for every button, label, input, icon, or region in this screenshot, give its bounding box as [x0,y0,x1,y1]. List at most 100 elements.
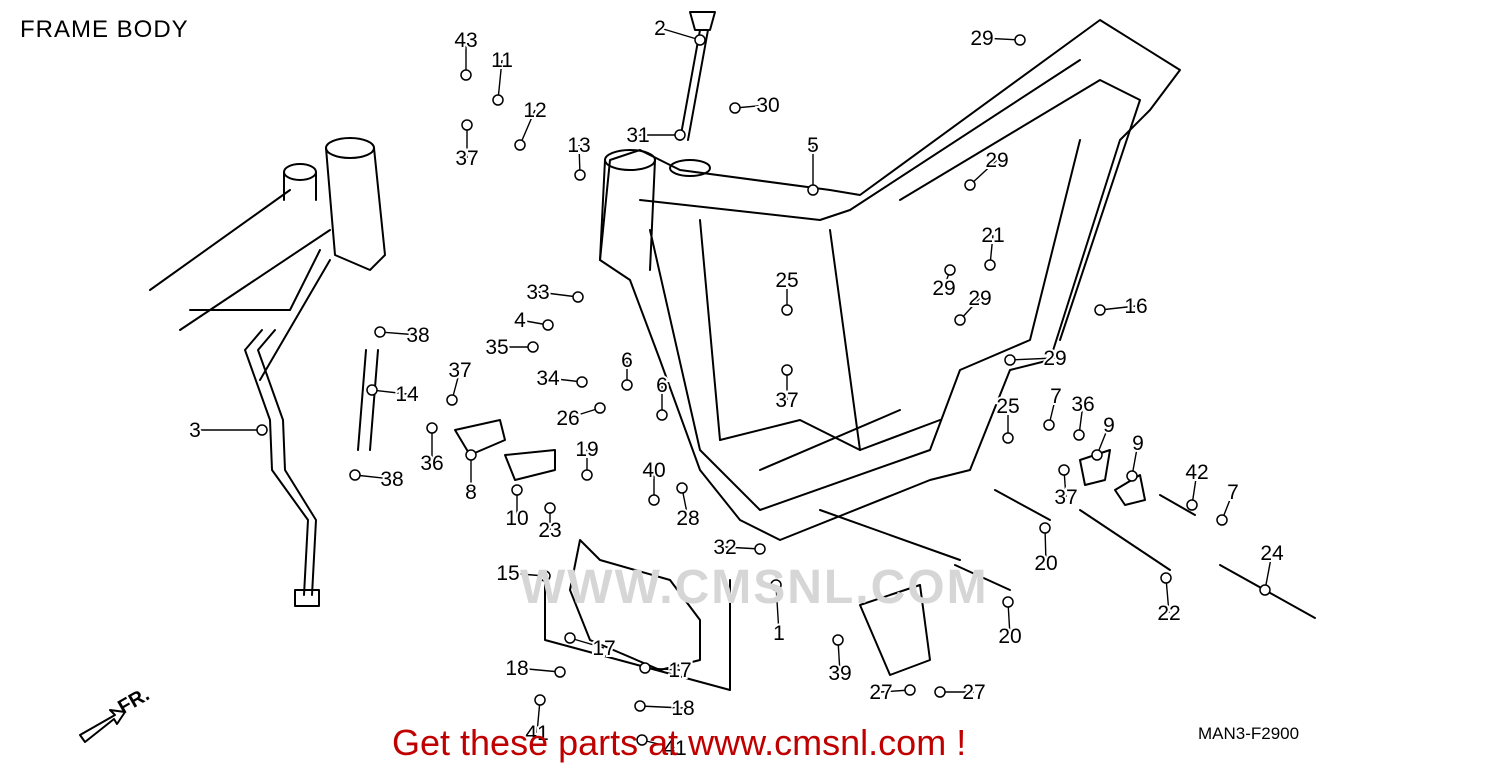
promo-link[interactable]: Get these parts at www.cmsnl.com ! [392,722,967,763]
part-callout-29[interactable]: 29 [930,275,957,302]
callout-leader [659,27,701,41]
part-callout-15[interactable]: 15 [494,560,521,587]
part-marker [446,394,458,406]
part-marker [544,502,556,514]
part-callout-16[interactable]: 16 [1122,293,1149,320]
part-marker [465,449,477,461]
part-callout-35[interactable]: 35 [483,334,510,361]
part-marker [770,579,782,591]
part-callout-2[interactable]: 2 [652,15,668,42]
page-title: FRAME BODY [20,16,189,43]
part-callout-4[interactable]: 4 [512,307,528,334]
part-callout-37[interactable]: 37 [446,357,473,384]
part-callout-25[interactable]: 25 [994,393,1021,420]
part-marker [674,129,686,141]
part-marker [1216,514,1228,526]
part-marker [781,364,793,376]
part-callout-17[interactable]: 17 [666,657,693,684]
part-callout-31[interactable]: 31 [624,122,651,149]
part-callout-43[interactable]: 43 [452,27,479,54]
part-callout-13[interactable]: 13 [565,132,592,159]
part-callout-39[interactable]: 39 [826,660,853,687]
part-callout-30[interactable]: 30 [754,92,781,119]
part-callout-37[interactable]: 37 [453,145,480,172]
part-callout-38[interactable]: 38 [378,466,405,493]
part-marker [648,494,660,506]
part-callout-36[interactable]: 36 [1069,391,1096,418]
part-marker [656,409,668,421]
part-callout-42[interactable]: 42 [1183,459,1210,486]
part-callout-34[interactable]: 34 [534,365,562,392]
part-callout-37[interactable]: 37 [773,387,800,414]
part-callout-3[interactable]: 3 [187,417,203,444]
part-callout-5[interactable]: 5 [805,132,821,159]
part-marker [964,179,976,191]
part-marker [1039,522,1051,534]
callout-leader [497,59,503,101]
part-marker [572,291,584,303]
part-callout-6[interactable]: 6 [654,372,670,399]
part-marker [492,94,504,106]
part-callout-27[interactable]: 27 [960,679,987,706]
part-callout-17[interactable]: 17 [590,635,617,662]
part-callout-41[interactable]: 41 [661,735,688,762]
part-marker [1058,464,1070,476]
part-marker [594,402,606,414]
part-marker [754,543,766,555]
part-callout-29[interactable]: 29 [1041,345,1068,372]
part-callout-27[interactable]: 27 [867,679,894,706]
part-callout-6[interactable]: 6 [619,347,635,374]
part-marker [781,304,793,316]
part-marker [676,482,688,494]
part-callout-38[interactable]: 38 [404,322,431,349]
part-callout-33[interactable]: 33 [524,279,551,306]
part-callout-22[interactable]: 22 [1155,600,1182,627]
part-callout-28[interactable]: 28 [674,505,701,532]
part-callout-24[interactable]: 24 [1258,540,1286,567]
part-callout-9[interactable]: 9 [1130,430,1146,457]
part-callout-41[interactable]: 41 [523,720,550,747]
callout-leader [639,705,684,709]
part-marker [1002,596,1014,608]
part-callout-36[interactable]: 36 [418,450,445,477]
part-callout-18[interactable]: 18 [669,695,696,722]
part-callout-23[interactable]: 23 [536,517,563,544]
part-callout-18[interactable]: 18 [503,655,530,682]
part-callout-29[interactable]: 29 [968,25,995,52]
part-marker [460,69,472,81]
part-callout-20[interactable]: 20 [996,623,1023,650]
front-arrow [79,709,126,743]
part-marker [954,314,966,326]
part-callout-7[interactable]: 7 [1048,383,1064,410]
part-callout-25[interactable]: 25 [773,267,800,294]
part-marker [374,326,386,338]
watermark: WWW.CMSNL.COM [520,561,989,614]
part-callout-7[interactable]: 7 [1225,479,1241,506]
part-callout-10[interactable]: 10 [503,505,530,532]
part-marker [639,662,651,674]
part-callout-29[interactable]: 29 [983,147,1010,174]
part-callout-32[interactable]: 32 [711,534,738,561]
part-callout-21[interactable]: 21 [979,222,1006,249]
part-callout-19[interactable]: 19 [573,436,600,463]
part-callout-11[interactable]: 11 [489,47,515,74]
part-callout-26[interactable]: 26 [554,405,581,432]
part-callout-37[interactable]: 37 [1052,484,1079,511]
part-callout-9[interactable]: 9 [1101,412,1117,439]
part-callout-20[interactable]: 20 [1032,550,1059,577]
callout-leader [969,159,998,186]
part-callout-29[interactable]: 29 [966,285,993,312]
part-marker [832,634,844,646]
part-callout-40[interactable]: 40 [640,457,667,484]
part-callout-8[interactable]: 8 [463,479,479,506]
part-marker [694,34,706,46]
part-marker [944,264,956,276]
skid-plate [569,539,701,671]
part-callout-1[interactable]: 1 [771,620,787,647]
part-marker [1014,34,1026,46]
part-callout-12[interactable]: 12 [521,97,548,124]
part-marker [527,341,539,353]
part-callout-14[interactable]: 14 [393,381,421,408]
callout-leader [1165,577,1170,614]
part-marker [1126,470,1138,482]
